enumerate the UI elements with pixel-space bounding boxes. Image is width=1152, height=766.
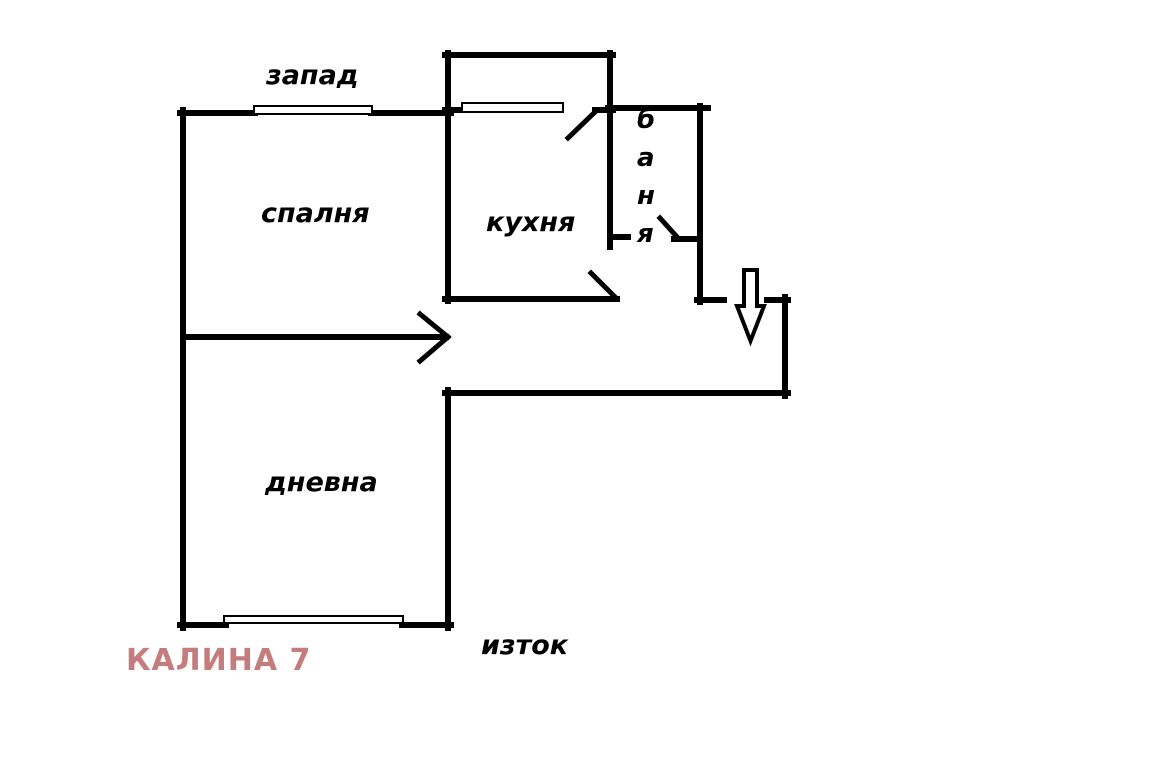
building-name-label: КАЛИНА 7 (126, 643, 312, 678)
room-label-kitchen: кухня (486, 207, 576, 238)
window-bedroom (253, 105, 373, 115)
east-arrow-head-icon (416, 310, 452, 341)
window-kitchen (461, 102, 564, 113)
door-swing-bathroom-icon (656, 214, 682, 242)
east-arrow-head-icon (416, 333, 452, 365)
compass-east-label: изток (481, 630, 569, 661)
room-label-living-room: дневна (265, 467, 378, 498)
room-label-bedroom: спалня (261, 198, 370, 229)
entrance-arrow-icon (734, 268, 767, 347)
door-swing-kitchen-balcony-icon (564, 107, 600, 142)
room-label-bathroom: баня (637, 105, 656, 249)
compass-west-label: запад (266, 60, 359, 91)
window-living-room (223, 615, 404, 624)
door-swing-kitchen-entrance-icon (587, 269, 619, 301)
